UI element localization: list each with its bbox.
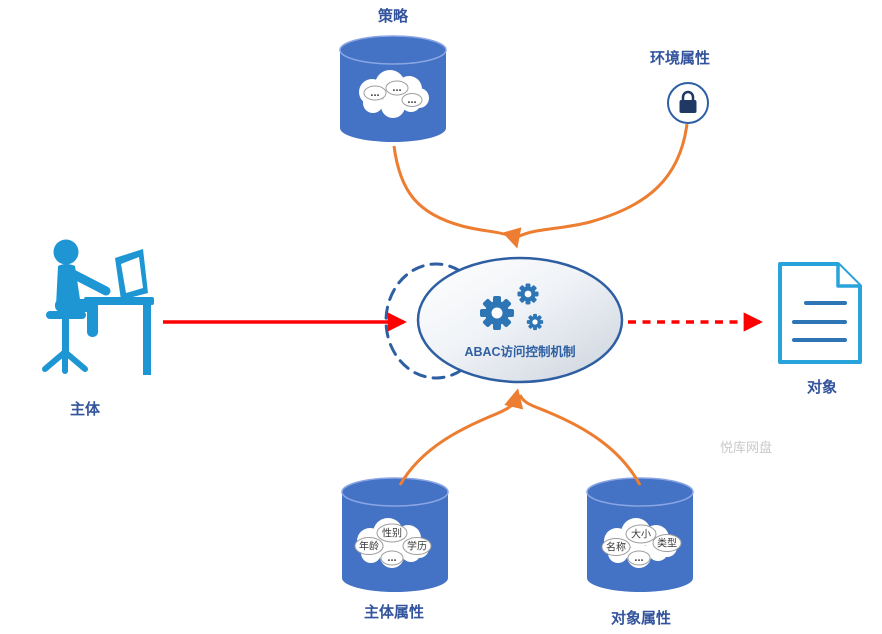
object-document-icon <box>778 262 862 364</box>
object-attr-item: 名称 <box>606 541 626 554</box>
object-attributes-cylinder: 大小 名称 类型 ... <box>586 477 694 592</box>
subject-label: 主体 <box>70 400 101 418</box>
subject-attr-item: 学历 <box>407 540 427 553</box>
subject-attr-item: 性别 <box>382 527 402 540</box>
policy-cloud-item: ... <box>370 87 379 99</box>
subject-attributes-cylinder: 性别 年龄 学历 ... <box>341 477 449 592</box>
object-attr-item: 类型 <box>657 537 677 550</box>
arrow-object-attributes-to-abac <box>518 394 642 486</box>
object-label: 对象 <box>807 378 837 396</box>
arrow-environment-to-abac <box>515 123 689 240</box>
gear-icon-tiny <box>526 313 544 331</box>
environment-label: 环境属性 <box>650 49 710 67</box>
subject-person-icon <box>42 239 154 375</box>
subject-attr-item: 年龄 <box>359 540 379 553</box>
gear-icon <box>480 296 514 330</box>
arrow-subject-attributes-to-abac <box>398 388 524 486</box>
watermark: 悦库网盘 <box>720 440 772 455</box>
object-attr-item: 大小 <box>631 528 651 541</box>
policy-label: 策略 <box>377 7 409 25</box>
abac-label: ABAC访问控制机制 <box>464 344 575 359</box>
object-attr-item: ... <box>634 552 643 564</box>
gear-icon-small <box>517 283 539 305</box>
policy-cloud: ... ... ... <box>359 70 429 118</box>
subject-attributes-label: 主体属性 <box>364 603 424 621</box>
subject-attr-item: ... <box>387 552 396 564</box>
object-attributes-cloud: 大小 名称 类型 ... <box>601 518 682 568</box>
policy-cylinder: ... ... ... <box>339 35 447 142</box>
policy-cloud-item: ... <box>392 82 401 94</box>
lock-icon <box>667 82 709 124</box>
arrow-policy-to-abac <box>392 145 522 249</box>
policy-cloud-item: ... <box>407 94 416 106</box>
abac-mechanism: ABAC访问控制机制 <box>416 256 624 384</box>
object-attributes-label: 对象属性 <box>611 609 671 627</box>
subject-attributes-cloud: 性别 年龄 学历 ... <box>354 518 432 568</box>
